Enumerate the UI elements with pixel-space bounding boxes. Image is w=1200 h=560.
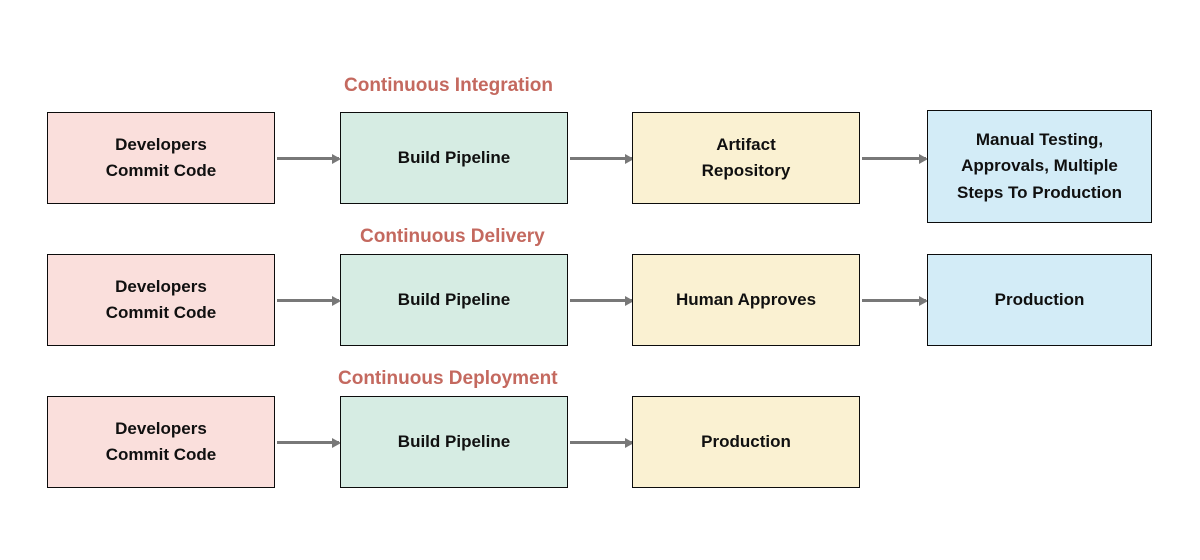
node-line: Production xyxy=(994,289,1085,309)
node-row3-production: Production xyxy=(632,396,860,488)
node-row2-human-approves: Human Approves xyxy=(632,254,860,346)
node-line: Commit Code xyxy=(105,445,217,464)
node-row1-build-pipeline: Build Pipeline xyxy=(340,112,568,204)
connector-row1-3 xyxy=(862,157,926,160)
node-row1-manual-testing-approvals: Manual Testing, Approvals, Multiple Step… xyxy=(927,110,1152,223)
node-line: Human Approves xyxy=(675,289,817,309)
node-row3-developers-commit-code: Developers Commit Code xyxy=(47,396,275,488)
connector-row1-1 xyxy=(277,157,339,160)
node-row3-build-pipeline: Build Pipeline xyxy=(340,396,568,488)
node-row1-developers-commit-code: Developers Commit Code xyxy=(47,112,275,204)
node-row1-artifact-repository: Artifact Repository xyxy=(632,112,860,204)
node-line: Developers xyxy=(115,418,207,438)
node-line: Approvals, Multiple xyxy=(961,156,1118,176)
connector-row2-3 xyxy=(862,299,926,302)
node-line: Developers xyxy=(115,276,207,296)
node-line: Commit Code xyxy=(105,161,217,180)
connector-row2-2 xyxy=(570,299,632,302)
row-title-continuous-integration: Continuous Integration xyxy=(344,75,553,96)
node-line: Production xyxy=(701,431,791,451)
node-line: Repository xyxy=(701,161,791,180)
node-line: Build Pipeline xyxy=(397,289,511,309)
node-line: Build Pipeline xyxy=(397,431,511,451)
connector-row2-1 xyxy=(277,299,339,302)
node-line: Steps To Production xyxy=(957,182,1122,202)
connector-row1-2 xyxy=(570,157,632,160)
row-title-continuous-delivery: Continuous Delivery xyxy=(360,226,545,247)
connector-row3-1 xyxy=(277,441,339,444)
node-line: Artifact xyxy=(716,134,776,154)
node-row2-developers-commit-code: Developers Commit Code xyxy=(47,254,275,346)
node-line: Developers xyxy=(115,134,207,154)
row-title-continuous-deployment: Continuous Deployment xyxy=(338,368,558,389)
node-line: Commit Code xyxy=(105,303,217,322)
node-line: Build Pipeline xyxy=(397,147,511,167)
connector-row3-2 xyxy=(570,441,632,444)
node-row2-build-pipeline: Build Pipeline xyxy=(340,254,568,346)
node-line: Manual Testing, xyxy=(975,129,1104,149)
node-row2-production: Production xyxy=(927,254,1152,346)
